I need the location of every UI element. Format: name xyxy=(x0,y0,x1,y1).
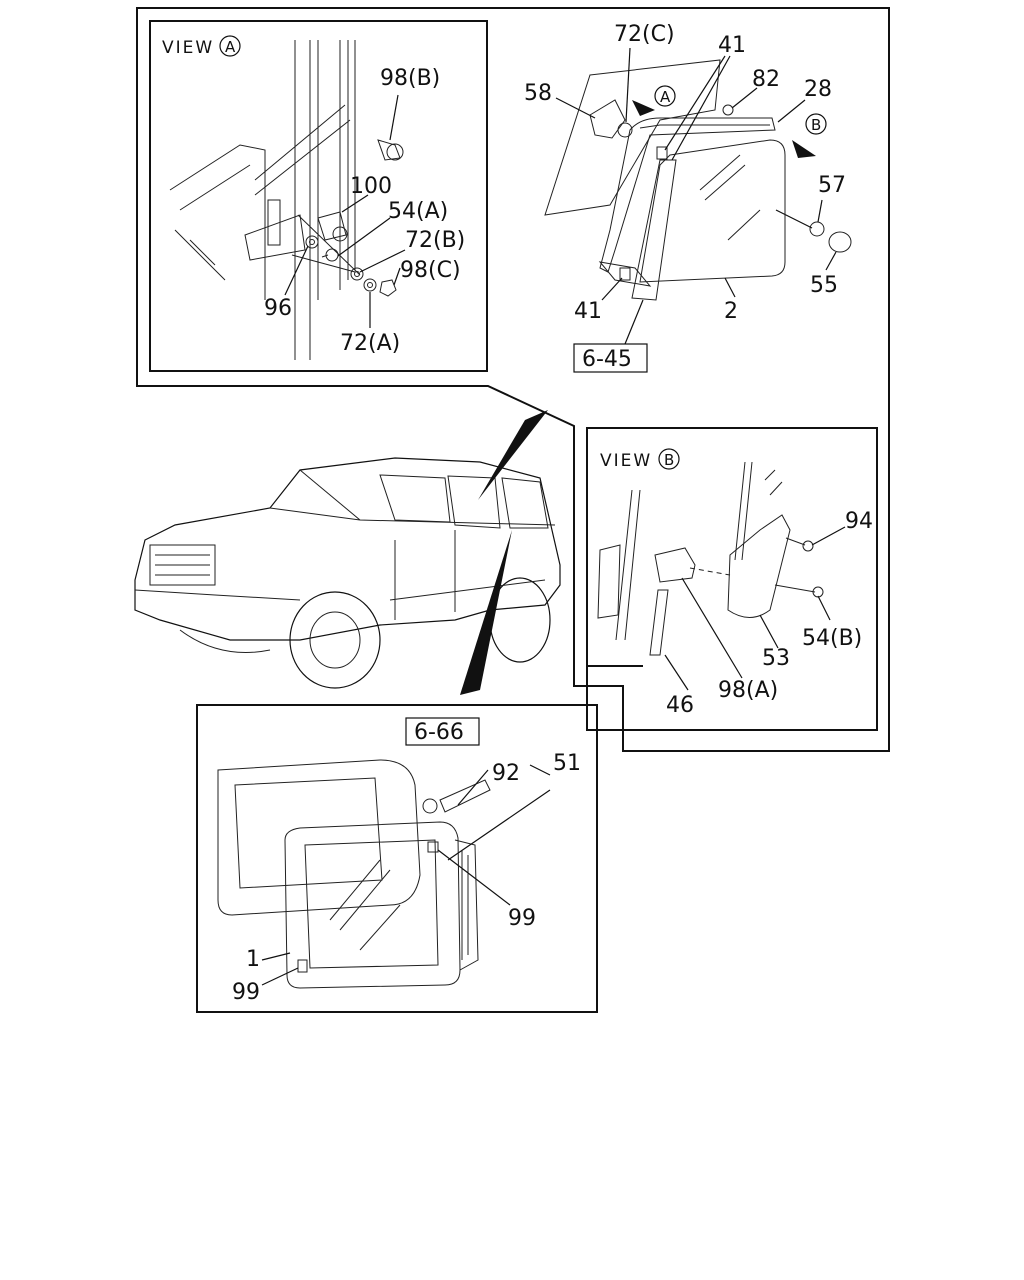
callout-72c: 72(C) xyxy=(614,22,675,47)
callout-98c: 98(C) xyxy=(400,258,461,283)
ref-6-66: 6-66 xyxy=(414,720,464,745)
callout-28: 28 xyxy=(804,77,832,102)
bolt-94-icon xyxy=(785,537,814,552)
callout-57: 57 xyxy=(818,173,846,198)
clip-99-right-icon xyxy=(427,841,439,853)
washer-96-icon xyxy=(305,235,319,249)
screw-54a-icon xyxy=(321,248,339,262)
rail-6-45 xyxy=(631,159,677,301)
bracket-53-icon xyxy=(727,514,791,618)
view-a-title: VIEW xyxy=(162,38,214,58)
ref-6-45: 6-45 xyxy=(582,347,632,372)
ref-box-6-45 xyxy=(573,343,648,373)
nut-82-icon xyxy=(722,104,734,116)
washer-72a-icon xyxy=(363,278,377,292)
pillar-sketch xyxy=(169,40,361,360)
callout-58: 58 xyxy=(524,81,552,106)
view-b-circle-icon xyxy=(658,448,680,470)
suv-vehicle-illustration xyxy=(134,410,561,695)
callout-72a: 72(A) xyxy=(340,331,400,356)
bolt-98b-icon xyxy=(377,139,404,161)
bracket-98a-icon xyxy=(654,547,696,583)
callout-46: 46 xyxy=(666,693,694,718)
view-b-letter: B xyxy=(664,451,674,469)
quarter-window-assembly: A B 72(C) 41 58 82 28 57 55 2 41 6-45 xyxy=(524,22,852,373)
glass-2 xyxy=(639,139,786,283)
bolt-92-icon xyxy=(422,779,491,814)
callout-1: 1 xyxy=(246,947,260,972)
callout-92: 92 xyxy=(492,761,520,786)
washer-57-icon xyxy=(809,221,825,237)
bottom-panel: 6-66 92 51 99 1 99 xyxy=(196,704,598,1013)
callout-41-bottom: 41 xyxy=(574,299,602,324)
arrow-b-circle-icon xyxy=(805,113,827,135)
clip-41-bottom-icon xyxy=(619,267,631,281)
view-b-title: VIEW xyxy=(600,451,652,471)
arrow-a-icon xyxy=(632,100,655,116)
view-b-panel: VIEW B 94 54(B) 53 46 98(A) xyxy=(586,427,878,731)
cap-55-icon xyxy=(828,231,852,253)
outer-frame xyxy=(136,7,890,752)
arrow-a-letter: A xyxy=(660,88,671,106)
arrow-a-circle-icon xyxy=(654,85,676,107)
callout-55: 55 xyxy=(810,273,838,298)
callout-99-right: 99 xyxy=(508,906,536,931)
washer-72c-icon xyxy=(617,122,633,138)
callout-2: 2 xyxy=(724,299,738,324)
callout-96: 96 xyxy=(264,296,292,321)
view-a-letter: A xyxy=(225,38,236,56)
view-a-circle-icon xyxy=(219,35,241,57)
view-a-panel: VIEW A 98(B) xyxy=(149,20,488,372)
callout-82: 82 xyxy=(752,67,780,92)
callout-41-top: 41 xyxy=(718,33,746,58)
callout-54b: 54(B) xyxy=(802,626,862,651)
callout-51: 51 xyxy=(553,751,581,776)
arrow-b-letter: B xyxy=(811,116,821,134)
callout-98a: 98(A) xyxy=(718,678,778,703)
callout-94: 94 xyxy=(845,509,873,534)
callout-98b: 98(B) xyxy=(380,66,440,91)
callout-53: 53 xyxy=(762,646,790,671)
washer-72b-icon xyxy=(350,267,364,281)
glass-panel-1 xyxy=(284,821,461,989)
nut-98c-icon xyxy=(379,279,397,297)
strip-46-icon xyxy=(649,589,669,656)
callout-100: 100 xyxy=(350,174,392,199)
clip-41-top-icon xyxy=(656,146,668,160)
callout-99-left: 99 xyxy=(232,980,260,1005)
callout-72b: 72(B) xyxy=(405,228,465,253)
callout-54a: 54(A) xyxy=(388,199,448,224)
bolt-100-icon xyxy=(317,211,348,242)
ref-box-6-66 xyxy=(405,717,480,746)
screw-54b-icon xyxy=(774,584,824,598)
arrow-b-icon xyxy=(792,140,816,158)
hinge-58-icon xyxy=(589,99,626,139)
clip-99-left-icon xyxy=(297,959,308,973)
